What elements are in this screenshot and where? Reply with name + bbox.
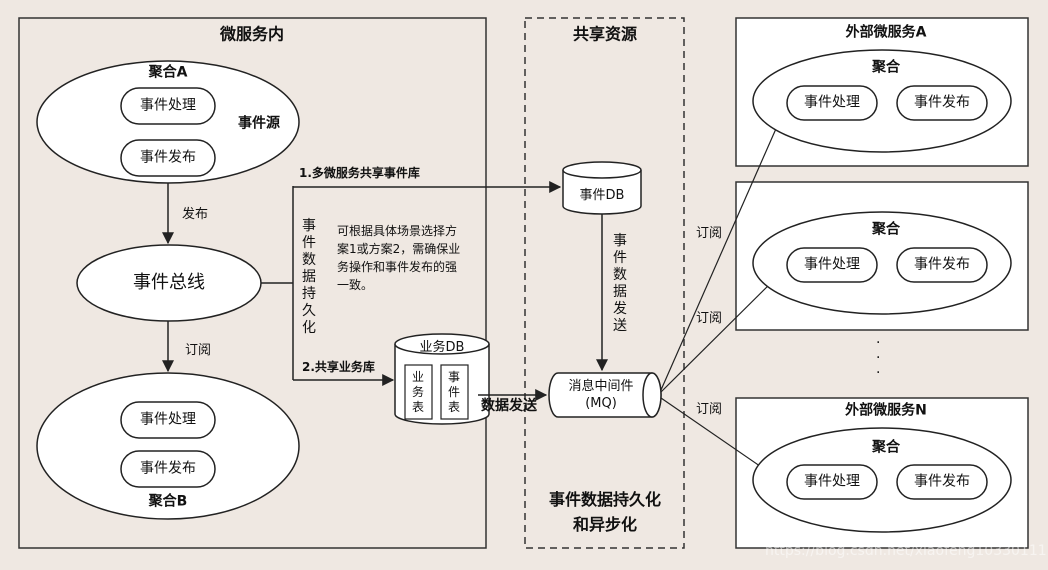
ext-n-publish-label: 事件发布 — [914, 473, 970, 490]
agg-b-handle-pill — [120, 401, 216, 439]
shared-footer: 事件数据持久化 和异步化 — [548, 490, 661, 534]
ext-mid-publish-pill — [896, 247, 988, 283]
external-n-title: 外部微服务N — [845, 402, 927, 419]
aggregate-b-title: 聚合B — [148, 493, 188, 510]
subscribe-label-n: 订阅 — [696, 402, 723, 417]
ext-a-publish-label: 事件发布 — [914, 94, 970, 111]
persistence-vertical-label: 事件数据持久化 — [302, 218, 316, 336]
subscribe-label-mid: 订阅 — [696, 311, 723, 326]
subscribe-arrow-mid — [660, 267, 787, 393]
subscribe-arrow-a — [660, 105, 787, 391]
biz-db-cylinder — [394, 333, 490, 425]
agg-a-handle-pill — [120, 87, 216, 125]
ext-n-aggregate-ellipse — [752, 427, 1012, 533]
agg-a-publish-label: 事件发布 — [140, 149, 196, 166]
biz-db-label: 业务DB — [419, 340, 465, 356]
ext-mid-handle-label: 事件处理 — [804, 256, 860, 273]
ext-mid-handle-pill — [786, 247, 878, 283]
aggregate-a-title: 聚合A — [148, 64, 188, 81]
ext-mid-aggregate-ellipse — [752, 211, 1012, 315]
agg-b-handle-label: 事件处理 — [140, 411, 196, 428]
event-table-rect — [440, 364, 469, 420]
shared-resources-box — [524, 17, 685, 549]
agg-a-publish-pill — [120, 139, 216, 177]
ext-mid-aggregate-title: 聚合 — [872, 221, 900, 238]
publish-edge-label: 发布 — [181, 207, 209, 223]
biz-table-label: 业务表 — [411, 370, 424, 414]
event-source-label: 事件源 — [238, 115, 280, 132]
internal-service-box — [18, 17, 487, 549]
mq-cylinder — [548, 372, 662, 418]
external-a-title: 外部微服务A — [845, 24, 927, 41]
aggregate-b-ellipse — [36, 372, 300, 520]
more-services-dots: · · · — [876, 335, 881, 381]
option1-label: 1.多微服务共享事件库 — [299, 166, 420, 180]
subscribe-edge-label: 订阅 — [184, 343, 212, 359]
event-bus-label: 事件总线 — [133, 272, 205, 294]
event-table-label: 事件表 — [447, 370, 460, 414]
subscribe-label-a: 订阅 — [696, 226, 723, 241]
data-send-label: 数据发送 — [481, 398, 537, 414]
ext-a-handle-label: 事件处理 — [804, 94, 860, 111]
ext-a-handle-pill — [786, 85, 878, 121]
internal-title: 微服务内 — [219, 24, 285, 44]
agg-b-publish-label: 事件发布 — [140, 460, 196, 477]
watermark: https://blog.csdn.net/xiaofeng10330111 — [765, 543, 1047, 559]
ext-a-publish-pill — [896, 85, 988, 121]
ext-n-handle-label: 事件处理 — [804, 473, 860, 490]
persistence-note: 可根据具体场景选择方案1或方案2，需确保业务操作和事件发布的强一致。 — [337, 224, 461, 292]
mq-label: 消息中间件 (MQ) — [568, 379, 634, 411]
event-db-label: 事件DB — [579, 188, 625, 204]
ext-n-aggregate-title: 聚合 — [872, 439, 900, 456]
biz-table-rect — [404, 364, 433, 420]
agg-a-handle-label: 事件处理 — [140, 97, 196, 114]
ext-n-publish-pill — [896, 464, 988, 500]
ext-a-aggregate-title: 聚合 — [872, 59, 900, 76]
shared-title: 共享资源 — [572, 24, 638, 44]
event-data-send-label: 事件数据发送 — [613, 233, 627, 334]
ext-a-aggregate-ellipse — [752, 49, 1012, 153]
option2-label: 2.共享业务库 — [302, 360, 375, 374]
event-db-cylinder — [562, 161, 642, 215]
agg-b-publish-pill — [120, 450, 216, 488]
ext-mid-publish-label: 事件发布 — [914, 256, 970, 273]
ext-n-handle-pill — [786, 464, 878, 500]
